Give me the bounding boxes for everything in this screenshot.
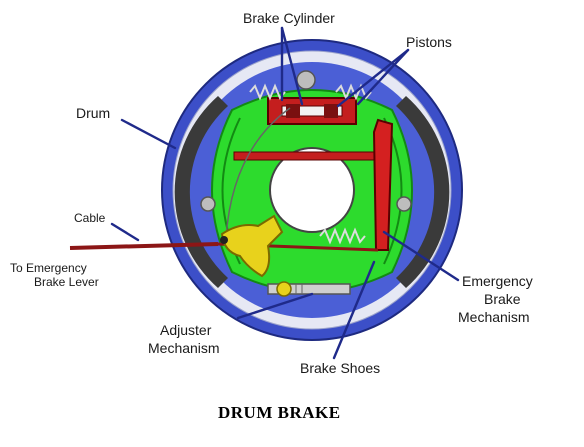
label-emergency-lever-2: Brake Lever [34,275,99,289]
label-cable: Cable [74,211,106,225]
label-adjuster-2: Mechanism [148,340,220,356]
label-brake-shoes: Brake Shoes [300,360,380,376]
label-brake-cylinder: Brake Cylinder [243,10,335,26]
leader-brake-cylinder-2 [280,26,304,106]
parking-strut [233,151,385,161]
diagram-caption: DRUM BRAKE [218,403,341,422]
cylinder-bore [281,105,343,117]
label-pistons: Pistons [406,34,452,50]
label-emergency-mech-2: Brake [484,291,521,307]
emergency-brake-lever [372,118,394,251]
right-shoe-lining [396,96,450,288]
leader-emergency-mech [382,230,460,282]
cable-guide [225,107,291,239]
left-piston [286,104,300,118]
hub-hole [269,147,355,233]
label-emergency-mech-3: Mechanism [458,309,530,325]
leader-brake-shoes [332,260,376,360]
right-piston [324,104,338,118]
label-adjuster-1: Adjuster [160,322,212,338]
lower-return-spring [319,227,366,245]
hold-down-pin-right [396,196,412,212]
top-return-spring-left [249,83,286,101]
adjuster-pivot [220,236,228,244]
leader-adjuster [236,292,314,320]
leader-pistons-2 [356,48,410,106]
hold-down-pin-left [200,196,216,212]
label-emergency-mech-1: Emergency [462,273,533,289]
leader-pistons-1 [336,48,410,108]
leader-cable [110,222,140,242]
emergency-cable [69,242,219,250]
label-emergency-lever-1: To Emergency [10,261,87,275]
anchor-pin [296,70,316,90]
label-drum: Drum [76,105,110,121]
adjuster-star-wheel [276,281,292,297]
adjuster-lever [220,214,284,278]
leader-drum [120,118,177,150]
left-shoe-lining [174,96,228,288]
